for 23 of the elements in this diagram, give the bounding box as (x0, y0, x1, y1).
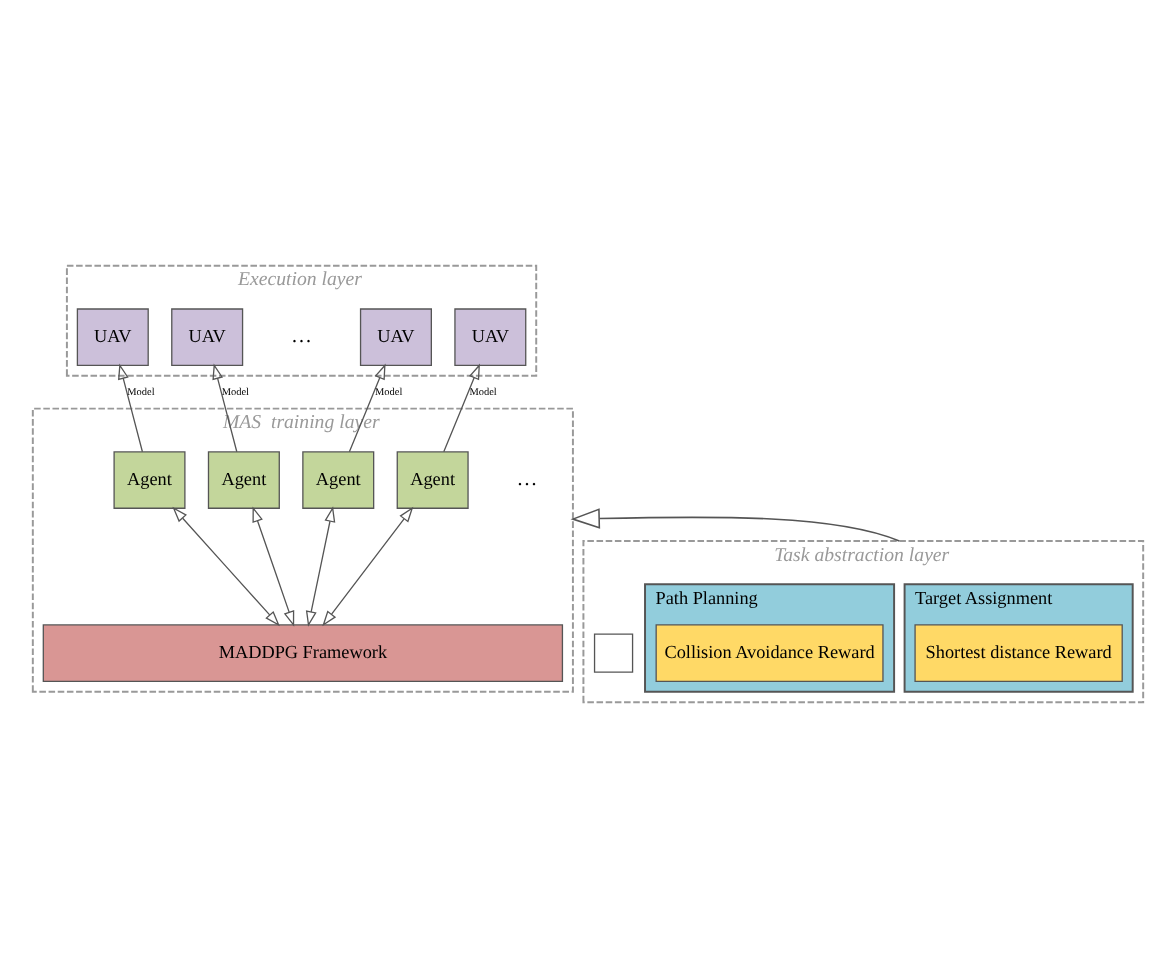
arrow (348, 362, 386, 452)
node-box: MADDPG Framework (42, 623, 564, 681)
node-box: UAV (454, 307, 527, 365)
node-box: Agent (302, 450, 375, 508)
node-box: Shortest distance Reward (914, 623, 1123, 681)
arrow (172, 505, 280, 626)
arrow (322, 505, 414, 626)
node-box (593, 632, 634, 672)
arrow (252, 505, 295, 626)
node-box: Agent (396, 450, 469, 508)
arrow (305, 505, 336, 626)
node-box: Agent (207, 450, 280, 508)
node-box: UAV (171, 307, 244, 365)
node-box: UAV (359, 307, 432, 365)
node-box: Collision Avoidance Reward (655, 623, 884, 681)
label: … (516, 468, 538, 491)
node-box: Agent (113, 450, 186, 508)
label: … (291, 325, 313, 348)
arrow (570, 507, 901, 541)
arrow (212, 362, 238, 452)
arrow (118, 362, 144, 452)
node-box: UAV (76, 307, 149, 365)
arrow (443, 362, 480, 452)
